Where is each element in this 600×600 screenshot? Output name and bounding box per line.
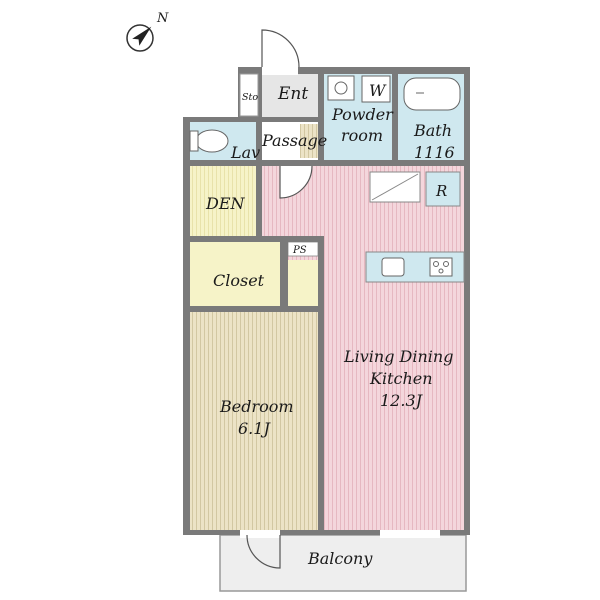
compass-icon <box>126 24 154 52</box>
balcony-label: Balcony <box>307 549 373 568</box>
storage-label: Sto <box>242 92 258 103</box>
den-floor <box>190 166 256 236</box>
bathtub-icon <box>403 77 461 111</box>
den-label: DEN <box>205 194 246 213</box>
stove-icon <box>429 257 453 277</box>
bedroom-label: Bedroom <box>219 397 294 416</box>
lavatory-label: Lav <box>230 143 260 162</box>
refrigerator-label: R <box>435 182 447 200</box>
interior-walls <box>183 67 470 530</box>
sink-icon <box>381 257 405 277</box>
washbasin-icon <box>327 75 355 101</box>
ldk-size: 12.3J <box>380 391 424 410</box>
ldk-label-1: Living Dining <box>343 347 453 366</box>
washer-space <box>361 75 391 103</box>
pipe-space-label: PS <box>292 245 307 256</box>
storage <box>239 73 259 117</box>
powder-room-label-2: room <box>341 126 383 145</box>
entry-door <box>261 29 300 68</box>
north-label: N <box>156 11 169 26</box>
bedroom-size: 6.1J <box>238 419 271 438</box>
bath-label: Bath <box>413 121 452 140</box>
entrance-label: Ent <box>277 84 308 104</box>
passage-label: Passage <box>261 131 327 150</box>
closet-small <box>288 260 318 308</box>
bedroom-floor <box>190 312 318 530</box>
powder-room-label-1: Powder <box>331 105 394 124</box>
bath-size: 1116 <box>414 143 455 162</box>
balcony <box>219 534 467 592</box>
balcony-door <box>246 534 281 569</box>
ldk-label-2: Kitchen <box>369 369 433 388</box>
washer-label: W <box>369 81 387 100</box>
toilet-icon <box>195 129 229 153</box>
refrigerator-space <box>425 171 461 207</box>
entrance <box>262 74 318 118</box>
closet-label: Closet <box>213 271 265 290</box>
closet <box>190 242 280 308</box>
ldk-door <box>279 165 313 199</box>
